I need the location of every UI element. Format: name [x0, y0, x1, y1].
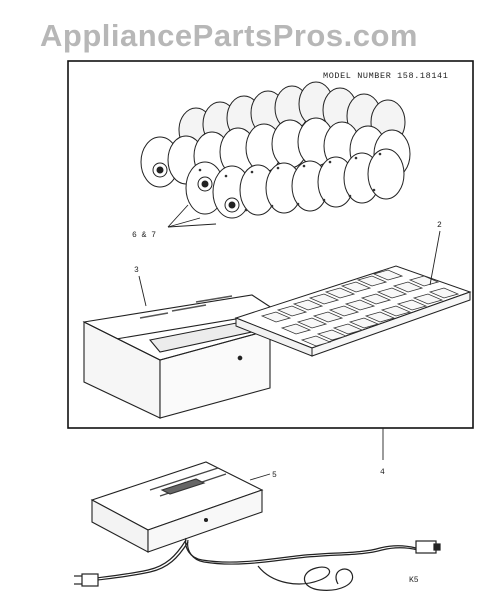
- diagram-frame: [67, 60, 474, 429]
- callout-cams-label: 6 & 7: [132, 231, 156, 240]
- callout-tray-label: 2: [437, 221, 442, 230]
- callout-box-label: 3: [134, 266, 139, 275]
- callout-cams: 6 & 7: [132, 204, 217, 240]
- watermark-brand: AppliancePartsPros: [40, 18, 344, 53]
- callout-controller-label: 5: [272, 471, 277, 480]
- callout-assembly-label: 4: [380, 468, 385, 477]
- page-code: K5: [409, 576, 419, 585]
- pattern-cams-drawing: [140, 81, 411, 219]
- foot-controller-drawing: [90, 461, 264, 553]
- callout-controller: 5: [249, 471, 277, 481]
- callout-tray: 2: [429, 221, 442, 286]
- watermark-suffix: .com: [343, 18, 418, 53]
- model-number: MODEL NUMBER 158.18141: [323, 71, 448, 81]
- callout-assembly: 4: [380, 428, 385, 477]
- cam-tray-drawing: [234, 265, 472, 357]
- watermark-logo: AppliancePartsPros.com: [40, 18, 418, 54]
- power-cord-drawing: [74, 537, 441, 591]
- callout-box: 3: [134, 266, 147, 307]
